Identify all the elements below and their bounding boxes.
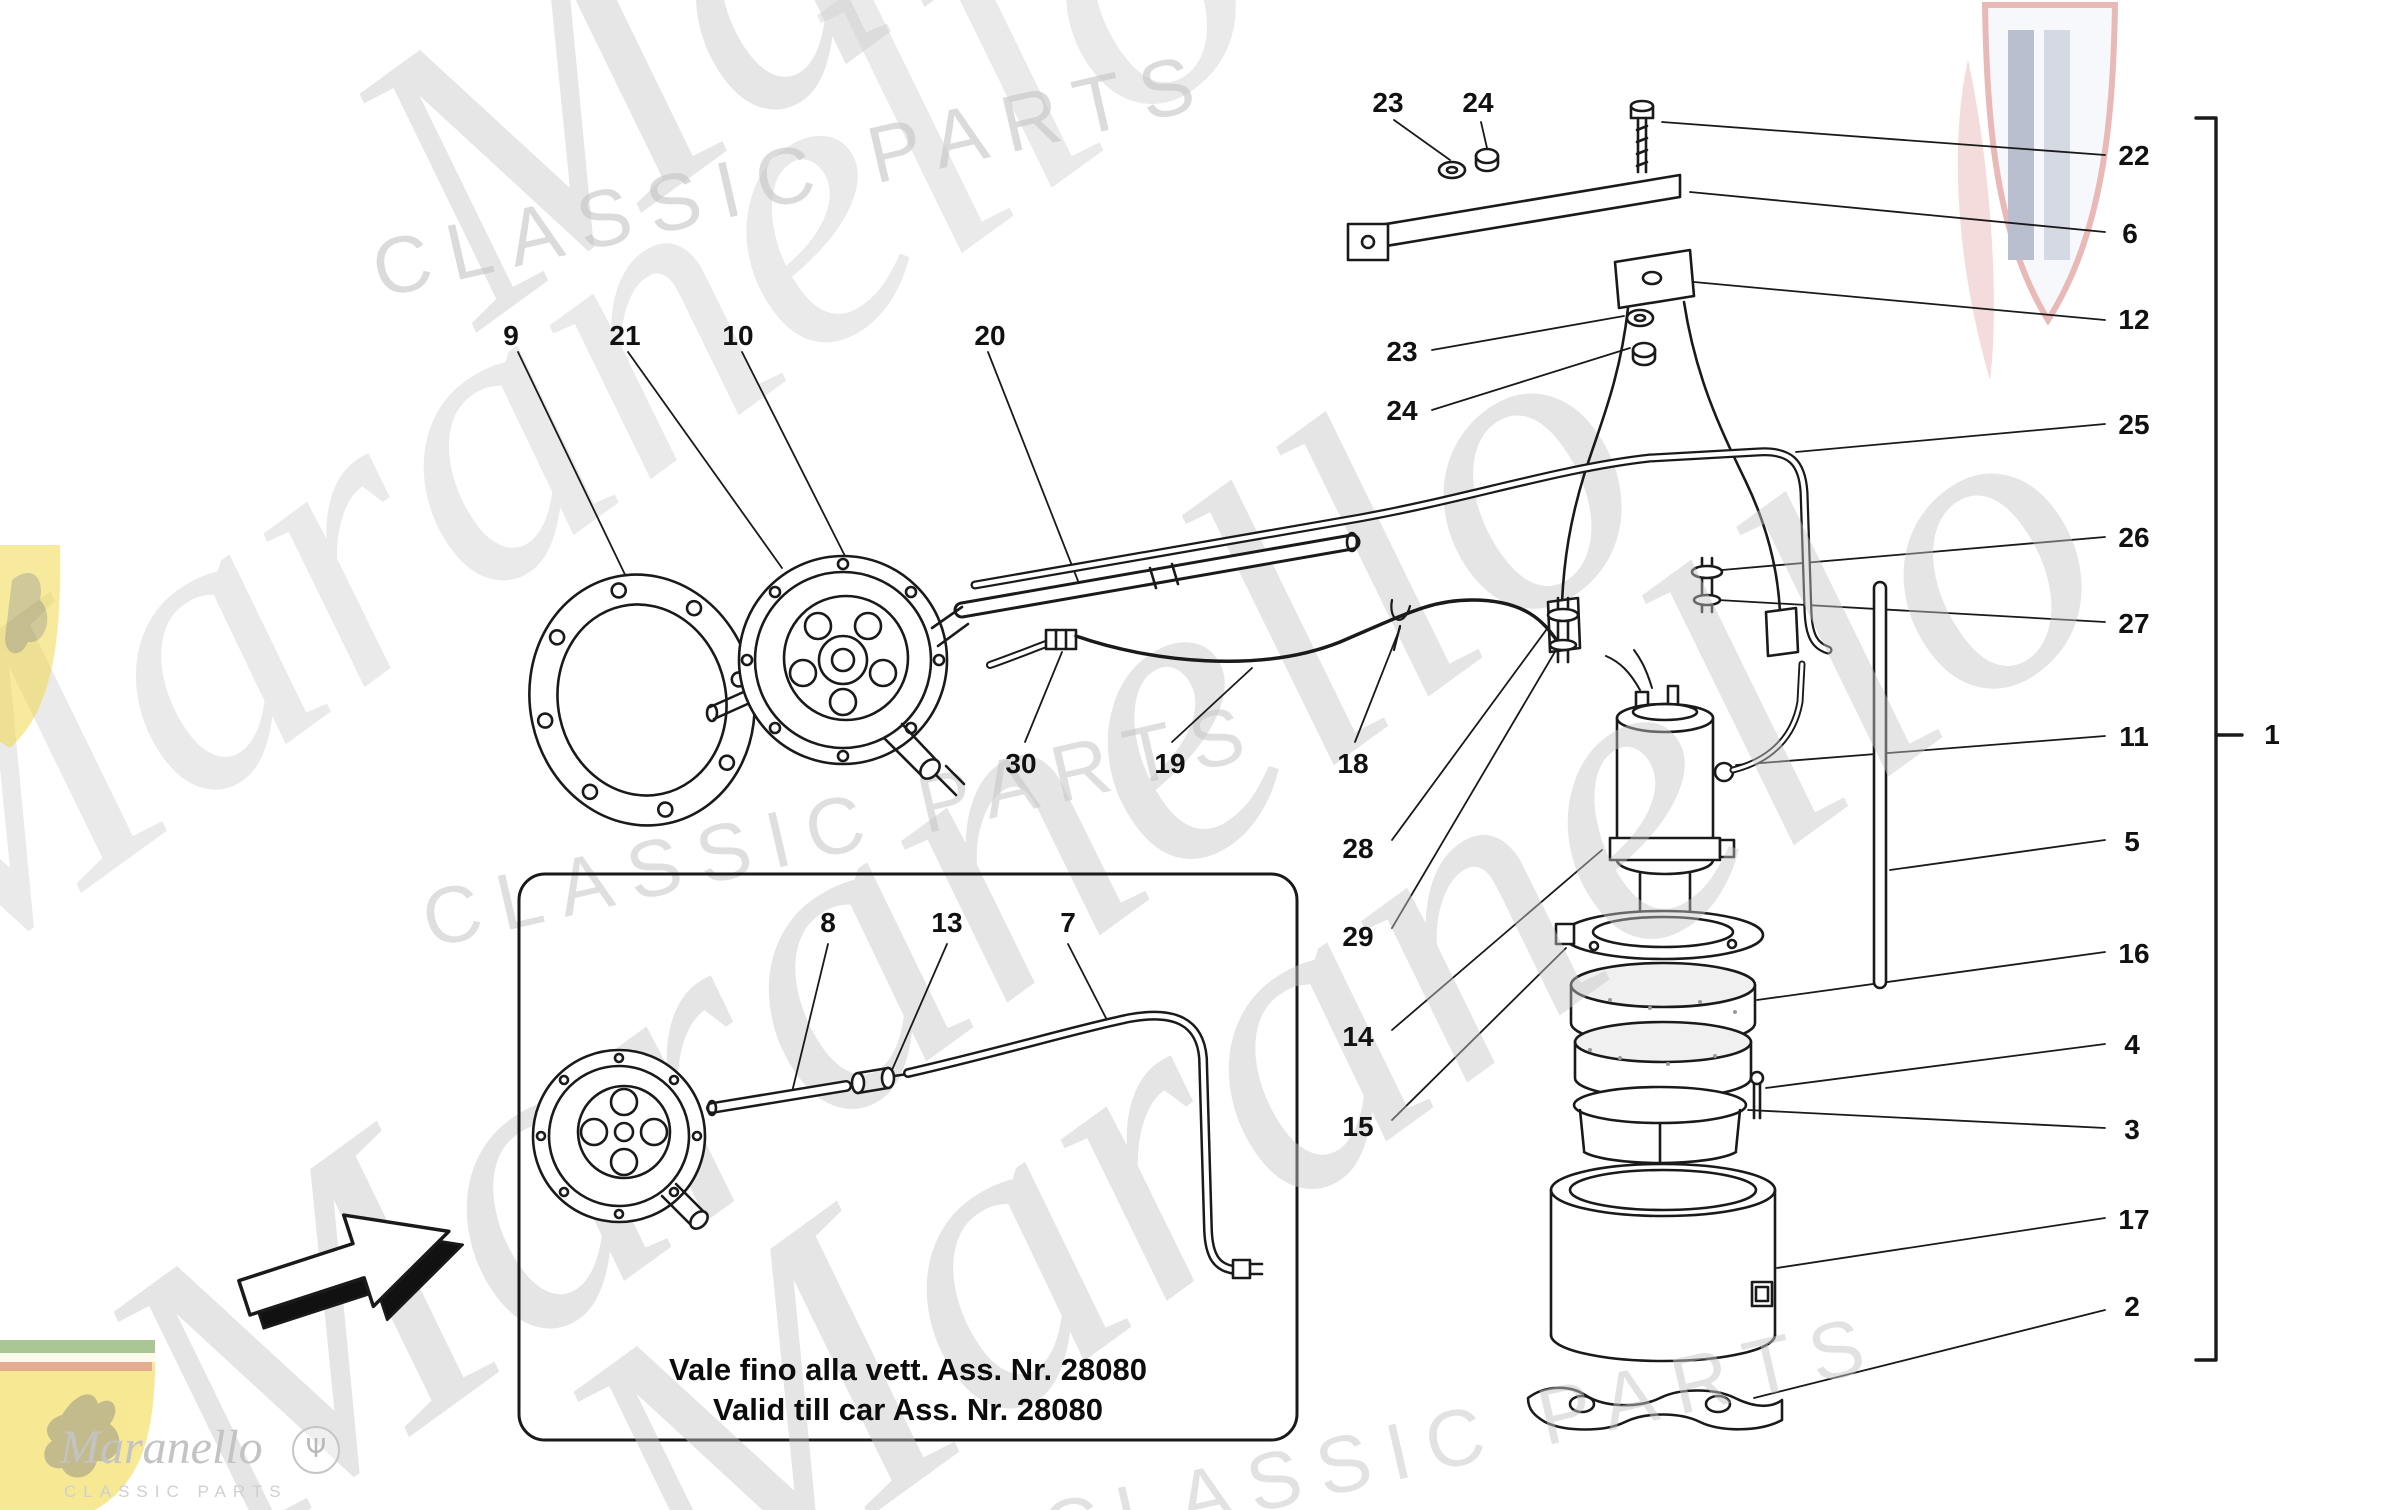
callout-23: 23	[1372, 87, 1404, 118]
callout-1: 1	[2264, 719, 2280, 750]
brand-logo-tagline: CLASSIC PARTS	[64, 1482, 288, 1501]
inset-box	[517, 872, 1299, 1442]
callout-8: 8	[820, 907, 836, 938]
group-gasket-9	[528, 573, 756, 827]
callout-5: 5	[2124, 826, 2140, 857]
callout-21: 21	[609, 320, 641, 351]
callout-30: 30	[1005, 748, 1037, 779]
callout-13: 13	[931, 907, 963, 938]
callout-16: 16	[2118, 938, 2150, 969]
callout-10: 10	[722, 320, 754, 351]
group-inset-drawing	[531, 1010, 1264, 1280]
callout-17: 17	[2118, 1204, 2150, 1235]
callout-22: 22	[2118, 140, 2150, 171]
callout-29: 29	[1342, 921, 1374, 952]
callout-23: 23	[1386, 336, 1418, 367]
group-canister	[1549, 1162, 1777, 1363]
ferrari-shield-watermark-topright	[1957, 2, 2119, 380]
callout-15: 15	[1342, 1111, 1374, 1142]
callout-25: 25	[2118, 409, 2150, 440]
group-bottom-bracket	[1526, 1386, 1784, 1431]
inset-note-line1: Vale fino alla vett. Ass. Nr. 28080	[669, 1352, 1147, 1387]
group-bar-6	[1346, 147, 1682, 262]
ferrari-shield-watermark-left	[0, 545, 61, 748]
callout-27: 27	[2118, 608, 2150, 639]
group-hose-19	[986, 598, 1560, 669]
callout-28: 28	[1342, 833, 1374, 864]
group-bracket	[2194, 116, 2244, 1362]
callout-18: 18	[1337, 748, 1369, 779]
callout-7: 7	[1060, 907, 1076, 938]
direction-arrow	[237, 1213, 464, 1330]
callout-20: 20	[974, 320, 1006, 351]
group-pipes	[953, 447, 1833, 655]
group-rod-5	[1872, 580, 1888, 990]
group-washers	[1546, 556, 1724, 664]
group-ring-bracket	[1572, 1070, 1765, 1167]
callout-11: 11	[2119, 721, 2149, 752]
callout-9: 9	[503, 320, 519, 351]
trident-emblem-icon: Ψ	[292, 1426, 340, 1474]
brand-logo-text: Maranello	[60, 1421, 263, 1474]
ferrari-shield-watermark-bottomleft	[0, 1340, 156, 1510]
callout-14: 14	[1342, 1021, 1374, 1052]
callout-3: 3	[2124, 1114, 2140, 1145]
callout-4: 4	[2124, 1029, 2140, 1060]
callout-2: 2	[2124, 1291, 2140, 1322]
group-bolt-22	[1629, 99, 1655, 174]
group-foam-sleeves	[1569, 961, 1757, 1100]
group-sender-flange	[705, 554, 970, 797]
callout-12: 12	[2118, 304, 2150, 335]
inset-note-line2: Valid till car Ass. Nr. 28080	[712, 1392, 1104, 1427]
leader-lines	[517, 119, 2106, 1399]
callout-26: 26	[2118, 522, 2150, 553]
callout-19: 19	[1154, 748, 1186, 779]
group-fuel-pump	[1554, 649, 1806, 961]
callout-24: 24	[1462, 87, 1494, 118]
callout-6: 6	[2122, 218, 2138, 249]
callout-24: 24	[1386, 395, 1418, 426]
